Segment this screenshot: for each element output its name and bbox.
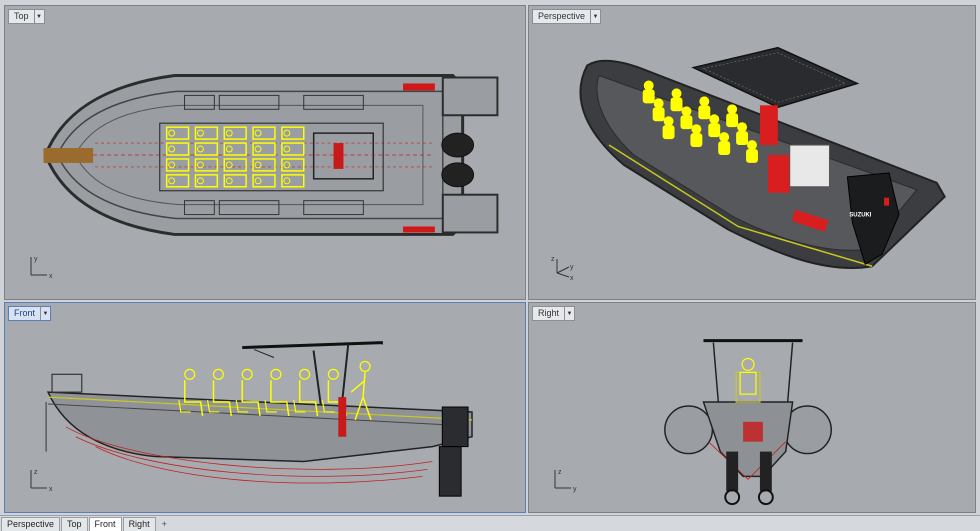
seat-figure — [293, 368, 319, 417]
tab-front[interactable]: Front — [88, 517, 122, 531]
seat-figure — [235, 368, 261, 417]
seat-figure — [680, 106, 693, 130]
axis-gizmo-icon: z y — [549, 464, 579, 494]
perspective-view-scene: SUZUKI — [579, 46, 946, 269]
front-view-scene — [45, 341, 473, 497]
seat-figure — [165, 158, 190, 172]
seat-figure — [194, 158, 219, 172]
seat-figure — [194, 174, 219, 188]
seat-figure — [252, 142, 276, 156]
seat-figure — [165, 174, 190, 188]
viewport-perspective[interactable]: SUZUKI Perspective ▼ z y x — [528, 5, 976, 300]
seat-figure — [264, 368, 290, 417]
add-tab-icon[interactable]: + — [161, 519, 167, 529]
top-view-scene — [43, 74, 499, 236]
seat-figure — [662, 116, 675, 140]
seat-figure — [223, 174, 247, 188]
seat-figure — [252, 126, 276, 140]
viewport-title: Perspective — [538, 11, 586, 21]
viewport-top[interactable]: Top ▼ y x — [4, 5, 526, 300]
viewport-title: Front — [14, 308, 36, 318]
viewport-front[interactable]: Front ▼ z x — [4, 302, 526, 513]
seat-figure — [281, 126, 305, 140]
axis-gizmo-icon: z y x — [549, 251, 579, 282]
axis-label-3: x — [570, 275, 574, 281]
viewport-title: Top — [14, 11, 29, 21]
seat-figure — [252, 174, 276, 188]
axis-label-1: z — [558, 469, 562, 476]
seat-figure — [165, 142, 190, 156]
tab-right[interactable]: Right — [122, 517, 156, 531]
viewport-label-perspective[interactable]: Perspective ▼ — [532, 9, 602, 24]
seat-figure — [670, 88, 683, 112]
viewport-label-front[interactable]: Front ▼ — [8, 306, 52, 321]
seat-figure — [206, 368, 233, 417]
seat-figure — [165, 126, 190, 140]
viewport-tab-bar: Perspective Top Front Right + — [0, 515, 980, 531]
seat-figure — [642, 80, 655, 104]
seat-figure — [194, 126, 219, 140]
seat-figure — [281, 174, 305, 188]
axis-label-2: x — [49, 273, 53, 280]
seat-figure — [739, 357, 757, 395]
axis-label-2: y — [570, 264, 574, 271]
seat-figure — [718, 132, 731, 155]
chevron-down-icon[interactable]: ▼ — [564, 307, 574, 320]
tab-top[interactable]: Top — [61, 517, 88, 531]
seat-figure — [223, 142, 247, 156]
chevron-down-icon[interactable]: ▼ — [590, 10, 600, 23]
seat-figure — [281, 142, 305, 156]
axis-gizmo-icon: z x — [25, 464, 55, 494]
seat-figure — [223, 158, 247, 172]
axis-label-2: y — [573, 486, 577, 493]
viewport-label-right[interactable]: Right ▼ — [532, 306, 576, 321]
seat-figure — [281, 158, 305, 172]
seat-figure — [178, 368, 204, 417]
engine-brand-text: SUZUKI — [849, 213, 871, 219]
seat-figure — [708, 114, 721, 138]
chevron-down-icon[interactable]: ▼ — [33, 10, 44, 23]
axis-label-2: x — [49, 486, 53, 493]
viewport-right[interactable]: Right ▼ z y — [528, 302, 976, 513]
right-view-scene — [664, 339, 832, 506]
seat-figure — [252, 158, 276, 172]
chevron-down-icon[interactable]: ▼ — [40, 307, 50, 320]
seat-figure — [690, 124, 703, 148]
tab-perspective[interactable]: Perspective — [1, 517, 61, 531]
axis-label-1: z — [551, 256, 555, 263]
seat-figure — [194, 142, 219, 156]
axis-gizmo-icon: y x — [25, 251, 55, 281]
viewport-label-top[interactable]: Top ▼ — [8, 9, 45, 24]
seat-figure — [698, 96, 711, 120]
seat-figure — [223, 126, 247, 140]
seat-figure — [736, 122, 749, 146]
driver-figure — [350, 360, 372, 421]
seat-figure — [726, 104, 739, 128]
axis-label-1: y — [34, 256, 38, 263]
viewport-title: Right — [538, 308, 560, 318]
axis-label-1: z — [34, 469, 38, 476]
seat-figure — [746, 140, 758, 163]
seat-figure — [652, 98, 665, 122]
